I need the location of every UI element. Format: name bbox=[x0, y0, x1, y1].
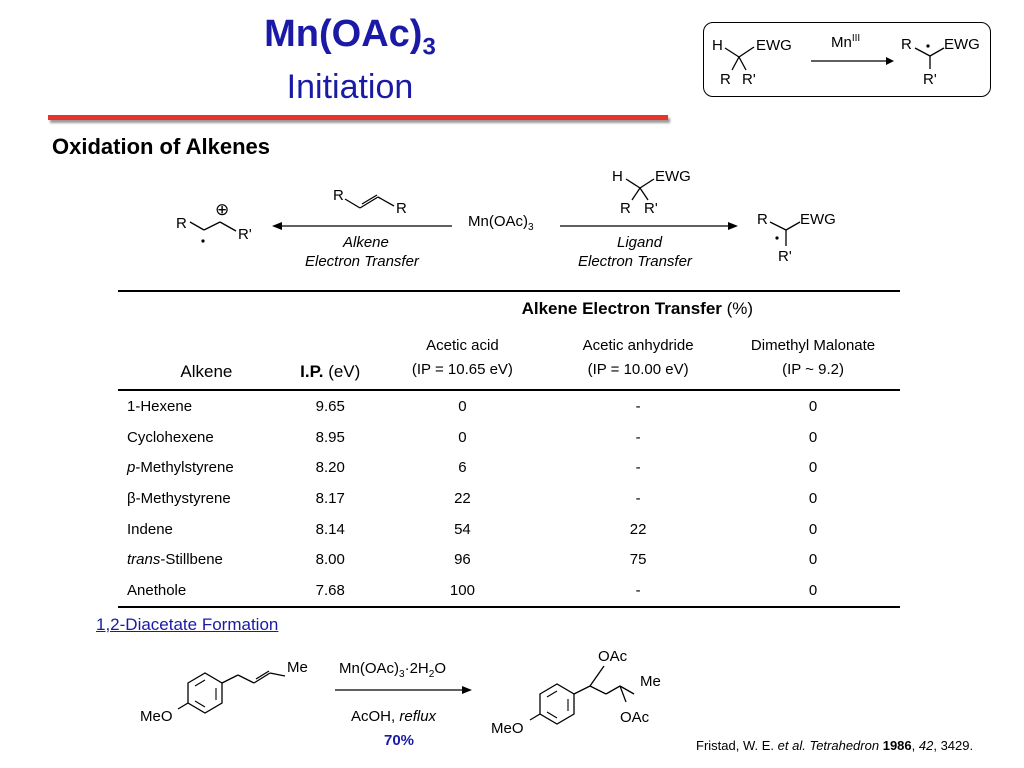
alkene-r2: R bbox=[396, 200, 407, 217]
alkene-label-2: Electron Transfer bbox=[305, 253, 419, 270]
col-header-acetic-acid: Acetic acid(IP = 10.65 eV) bbox=[411, 336, 513, 378]
sm-me: Me bbox=[287, 659, 308, 676]
alkene-electron-transfer-table: Alkene Electron Transfer (%) Alkene I.P.… bbox=[118, 290, 900, 608]
col-header-alkene: Alkene bbox=[180, 362, 233, 381]
alkene-label-1: Alkene bbox=[343, 234, 389, 251]
product-rp: R' bbox=[778, 248, 792, 265]
reagent-line-2: AcOH, reflux bbox=[351, 708, 437, 725]
scheme-r-right: R bbox=[901, 36, 912, 53]
slide-title: Mn(OAc)3 Initiation bbox=[200, 14, 500, 106]
cation-rp: R' bbox=[238, 226, 252, 243]
scheme-rp-left: R' bbox=[742, 71, 756, 88]
cation-r: R bbox=[176, 215, 187, 232]
product-oac-bottom: OAc bbox=[620, 709, 650, 726]
product-oac-top: OAc bbox=[598, 648, 628, 665]
diacetate-scheme: Me MeO Mn(OAc)3·2H2O AcOH, reflux 70% OA… bbox=[0, 640, 1024, 749]
radical-formation-scheme: H EWG R R' MnIII R EWG R' bbox=[703, 22, 991, 97]
reaction-yield: 70% bbox=[384, 732, 415, 749]
title-underline bbox=[48, 115, 668, 120]
scheme-rp-right: R' bbox=[923, 71, 937, 88]
ligand-rp: R' bbox=[644, 200, 658, 217]
scheme-ewg-right: EWG bbox=[944, 36, 980, 53]
scheme-h: H bbox=[712, 37, 723, 54]
ligand-label-2: Electron Transfer bbox=[578, 253, 692, 270]
product-meo: MeO bbox=[491, 720, 524, 737]
product-ewg: EWG bbox=[800, 211, 836, 228]
citation: Fristad, W. E. et al. Tetrahedron 1986, … bbox=[696, 738, 974, 753]
scheme-ewg-left: EWG bbox=[756, 37, 792, 54]
scheme-bonds bbox=[724, 44, 945, 71]
reagent-line-1: Mn(OAc)3·2H2O bbox=[339, 660, 446, 680]
scheme-r-left: R bbox=[720, 71, 731, 88]
ligand-r: R bbox=[620, 200, 631, 217]
oxidation-scheme-bonds bbox=[189, 178, 801, 246]
title-subtitle: Initiation bbox=[286, 67, 414, 106]
alkene-r1: R bbox=[333, 187, 344, 204]
center-reagent: Mn(OAc)3 bbox=[468, 213, 534, 233]
col-header-acetic-anhydride: Acetic anhydride(IP = 10.00 eV) bbox=[582, 336, 694, 378]
scheme-reagent: MnIII bbox=[831, 33, 861, 51]
title-main: Mn(OAc)3 bbox=[264, 13, 436, 61]
oxidation-scheme: R R ⊕ R R' Alkene Electron Transfer Mn(O… bbox=[0, 160, 1024, 280]
col-header-dimethyl-malonate: Dimethyl Malonate(IP ~ 9.2) bbox=[750, 336, 876, 378]
group-header: Alkene Electron Transfer (%) bbox=[521, 299, 754, 318]
col-header-ip: I.P. (eV) bbox=[300, 362, 361, 381]
cation-plus: ⊕ bbox=[215, 200, 230, 219]
ligand-label-1: Ligand bbox=[617, 234, 663, 251]
diacetate-formation-link[interactable]: 1,2-Diacetate Formation bbox=[96, 615, 279, 634]
diacetate-bonds bbox=[177, 665, 635, 725]
ligand-ewg: EWG bbox=[655, 168, 691, 185]
product-r: R bbox=[757, 211, 768, 228]
sm-meo: MeO bbox=[140, 708, 173, 725]
ligand-h: H bbox=[612, 168, 623, 185]
section-title: Oxidation of Alkenes bbox=[52, 134, 271, 159]
product-me: Me bbox=[640, 673, 661, 690]
